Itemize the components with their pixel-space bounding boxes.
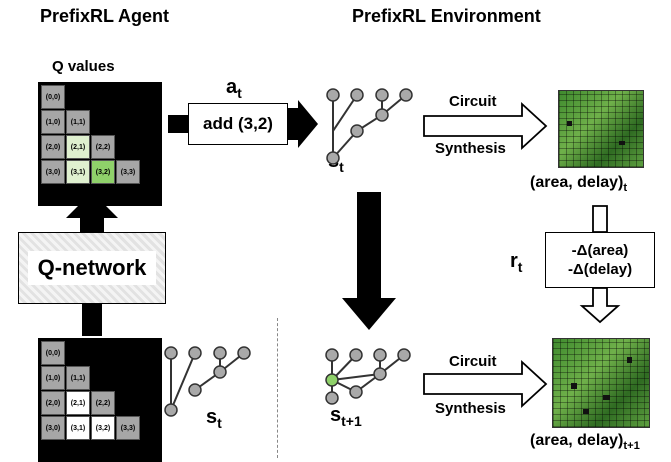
- arrow-reward-bottom: [579, 287, 621, 324]
- arrow-action-to-state: [168, 115, 188, 133]
- prefix-graph-top-nodes: [326, 88, 413, 165]
- grid-cell: (3,1): [66, 416, 90, 440]
- arrow-reward-top: [592, 205, 608, 233]
- grid-cell: (2,1): [66, 391, 90, 415]
- reward-area-text: -Δ(area): [571, 242, 629, 259]
- synthesis-label-top: Synthesis: [435, 140, 506, 157]
- prefix-graph-agent-nodes: [164, 346, 251, 417]
- grid-cell: (0,0): [41, 85, 65, 109]
- arrow-synthesis-bottom: [423, 359, 548, 409]
- prefix-graph-agent: [170, 352, 245, 411]
- arrow-qnet-to-qvalues: [66, 192, 118, 232]
- area-delay-label-t: (area, delay)t: [530, 174, 628, 195]
- state-label-next: st+1: [330, 404, 362, 429]
- environment-title: PrefixRL Environment: [352, 6, 541, 26]
- grid-cell: (3,0): [41, 416, 65, 440]
- circuit-layout-image-t: [558, 90, 644, 168]
- grid-cell: (1,1): [66, 110, 90, 134]
- q-network-box: Q-network: [18, 232, 166, 304]
- agent-title: PrefixRL Agent: [40, 6, 170, 26]
- grid-cell: (1,0): [41, 110, 65, 134]
- grid-cell: (2,0): [41, 135, 65, 159]
- prefix-graph-top: [332, 94, 407, 159]
- arrow-state-to-qnet: [82, 304, 102, 336]
- circuit-layout-image-t1: [552, 338, 650, 428]
- arrow-state-transition: [342, 192, 396, 330]
- grid-cell: (3,2): [91, 416, 115, 440]
- reward-box: -Δ(area) -Δ(delay): [545, 232, 655, 288]
- action-box: add (3,2): [188, 103, 288, 145]
- prefix-graph-next-nodes: [325, 348, 411, 405]
- grid-cell: (2,2): [91, 391, 115, 415]
- action-label: at: [226, 76, 242, 101]
- circuit-label-top: Circuit: [449, 93, 497, 110]
- state-grid: (0,0)(1,0)(1,1)(2,0)(2,1)(2,2) (3,0)(3,1)…: [38, 338, 162, 462]
- grid-cell: (2,2): [91, 135, 115, 159]
- grid-cell: (3,3): [116, 160, 140, 184]
- grid-cell: (1,0): [41, 366, 65, 390]
- reward-label: rt: [510, 250, 523, 275]
- separator-line: [277, 318, 278, 458]
- grid-cell: (2,1): [66, 135, 90, 159]
- grid-cell: (3,2): [91, 160, 115, 184]
- grid-cell: (2,0): [41, 391, 65, 415]
- area-delay-label-t1: (area, delay)t+1: [530, 432, 640, 453]
- grid-cell: (3,0): [41, 160, 65, 184]
- reward-delay-text: -Δ(delay): [567, 261, 633, 278]
- arrow-synthesis-top: [423, 101, 548, 151]
- synthesis-label-bottom: Synthesis: [435, 400, 506, 417]
- grid-cell: (3,3): [116, 416, 140, 440]
- circuit-label-bottom: Circuit: [449, 353, 497, 370]
- grid-cell: (3,1): [66, 160, 90, 184]
- prefix-graph-next: [331, 354, 405, 398]
- state-label-agent: st: [206, 406, 222, 431]
- q-network-label: Q-network: [27, 251, 157, 285]
- grid-cell: (0,0): [41, 341, 65, 365]
- grid-cell: (1,1): [66, 366, 90, 390]
- q-values-label: Q values: [52, 58, 115, 75]
- q-values-grid: (0,0)(1,0)(1,1)(2,0)(2,1)(2,2) (3,0)(3,1)…: [38, 82, 162, 206]
